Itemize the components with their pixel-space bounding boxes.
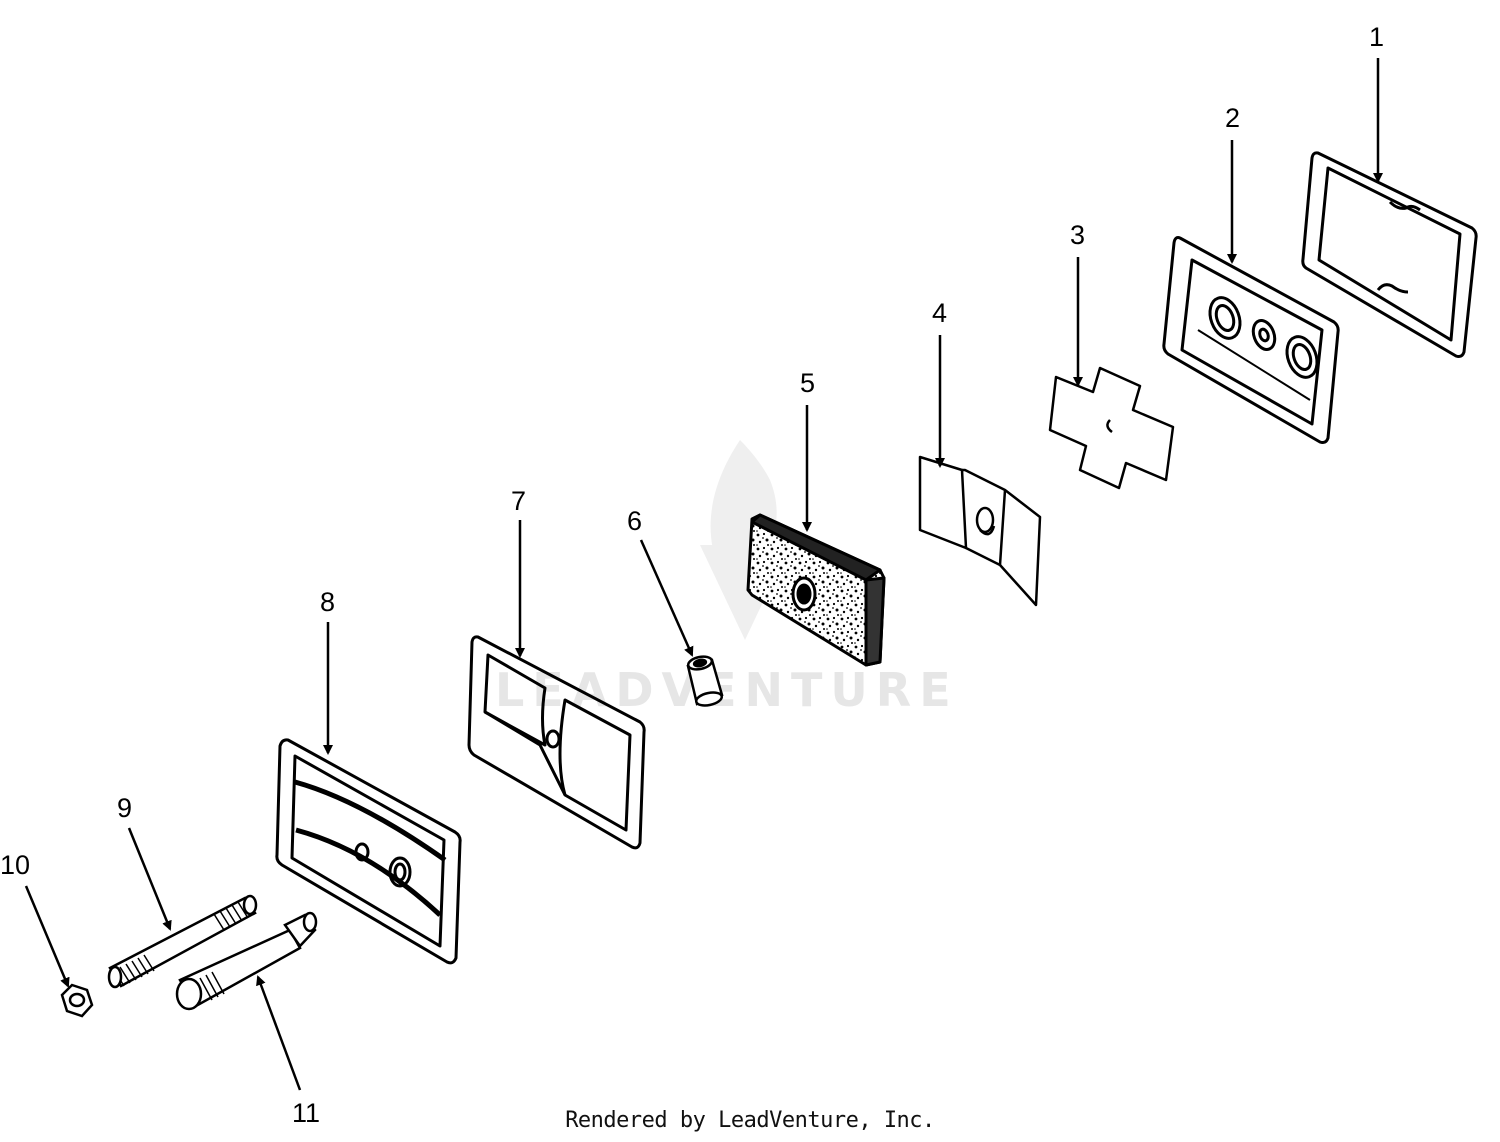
callout-1: 1 <box>1369 22 1384 52</box>
part-9-stud <box>107 894 258 989</box>
callout-3: 3 <box>1070 220 1085 250</box>
leader-6 <box>639 539 694 657</box>
leader-lines <box>24 58 1383 1091</box>
part-7-gasket <box>467 635 646 850</box>
callout-7: 7 <box>511 486 526 516</box>
callout-6: 6 <box>627 506 642 536</box>
callout-10: 10 <box>0 850 30 880</box>
leader-11 <box>256 975 302 1091</box>
watermark: LEADVENTURE <box>495 440 959 717</box>
leader-10 <box>24 885 70 988</box>
callout-11: 11 <box>292 1098 320 1128</box>
callout-5: 5 <box>800 368 815 398</box>
part-2-housing <box>1162 236 1340 444</box>
part-5-filter-element <box>746 513 886 667</box>
part-4-bracket <box>918 455 1042 607</box>
part-10-nut <box>60 983 94 1018</box>
part-1-gasket <box>1301 151 1478 358</box>
render-credit: Rendered by LeadVenture, Inc. <box>565 1108 935 1133</box>
callout-labels: 1 2 3 4 5 6 7 8 9 10 11 <box>0 22 1384 1128</box>
callout-4: 4 <box>932 298 947 328</box>
callout-8: 8 <box>320 587 335 617</box>
part-6-spacer <box>686 655 724 707</box>
callout-2: 2 <box>1225 103 1240 133</box>
part-3-cross-plate <box>1048 366 1175 490</box>
callout-9: 9 <box>117 793 132 823</box>
part-8-cover <box>275 738 462 965</box>
leader-9 <box>127 827 172 931</box>
part-11-bolt <box>175 911 318 1011</box>
watermark-text: LEADVENTURE <box>495 663 959 717</box>
